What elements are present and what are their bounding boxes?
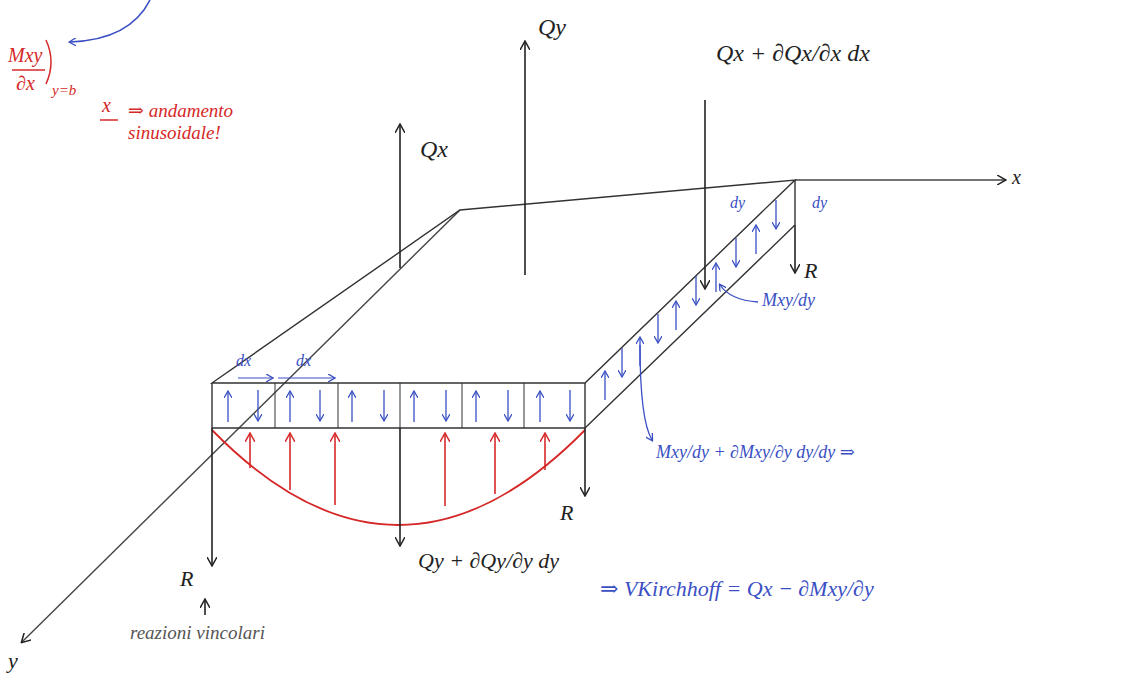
force-label: Qx: [420, 136, 448, 164]
formula-term: x: [102, 94, 111, 117]
formula-term: ∂x: [16, 72, 35, 95]
dimension-label: dx: [296, 352, 311, 370]
axis-label: x: [1012, 166, 1021, 189]
reaction-label: R: [560, 500, 573, 525]
dimension-label: dx: [236, 352, 251, 370]
force-label: Qy: [538, 14, 566, 42]
force-label: Qx + ∂Qx/∂x dx: [716, 40, 870, 68]
formula-subscript: y=b: [52, 82, 76, 99]
reaction-label: R: [180, 566, 193, 591]
formula-term: Mxy: [8, 44, 42, 67]
force-label: Qy + ∂Qy/∂y dy: [418, 548, 559, 573]
dimension-label: dy: [730, 194, 745, 212]
formula-text: ⇒ VKirchhoff = Qx − ∂Mxy/∂y: [600, 576, 874, 601]
moment-label: Mxy/dy + ∂Mxy/∂y dy/dy ⇒: [656, 442, 855, 463]
reaction-label: R: [804, 258, 817, 283]
moment-label: Mxy/dy: [762, 290, 815, 311]
dimension-label: dy: [812, 194, 827, 212]
axis-label: y: [8, 648, 18, 673]
note-text: ⇒ andamento sinusoidale!: [128, 100, 278, 144]
note-text: reazioni vincolari: [130, 622, 265, 644]
